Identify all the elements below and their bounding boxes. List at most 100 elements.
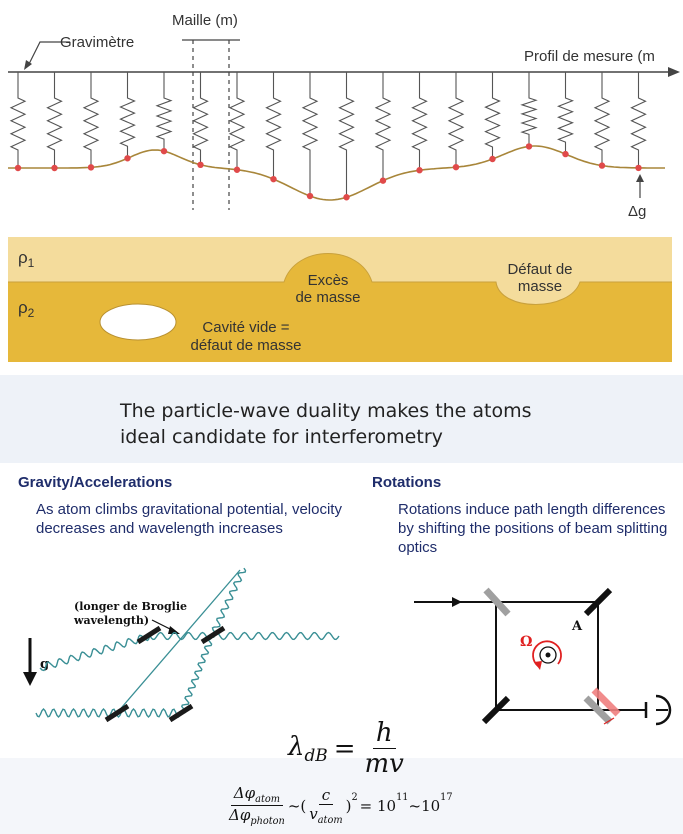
- cavity-line1: Cavité vide =: [202, 319, 289, 336]
- delta-g-label: Δg: [628, 203, 646, 220]
- lambda-equals: =: [333, 733, 356, 764]
- excess-line1: Excès: [308, 272, 349, 289]
- spring: [192, 72, 209, 165]
- sub-photon: photon: [250, 816, 285, 827]
- gravimeter-pointer-head: [24, 60, 32, 70]
- phase-fraction: Δφatom Δφphoton: [226, 784, 288, 827]
- detector: [655, 694, 672, 726]
- spring: [82, 72, 100, 168]
- layer-rho1: [8, 237, 672, 305]
- mirror-1: [168, 703, 194, 723]
- measurement-point: [343, 194, 350, 201]
- rotations-title: Rotations: [372, 474, 442, 491]
- deficit-line2: masse: [518, 278, 562, 295]
- spring: [520, 72, 538, 147]
- measurement-point: [562, 150, 569, 158]
- area-label: A: [571, 619, 583, 634]
- straight-beam: [115, 569, 241, 715]
- measurement-point: [525, 143, 533, 150]
- gravity-anomaly-curve: [8, 145, 665, 201]
- spring: [484, 72, 501, 159]
- broglie-annotation-line1: (longer de Broglie: [74, 600, 187, 613]
- tilde-ten: ~10: [408, 796, 441, 815]
- rho1-label: ρ1: [18, 248, 35, 270]
- gravimetry-figure: Gravimètre Maille (m) Profil de mesure (…: [0, 0, 683, 370]
- spring: [593, 72, 611, 166]
- g-label: g: [40, 657, 49, 672]
- measurement-point: [416, 167, 423, 174]
- cavity-line2: défaut de masse: [191, 337, 302, 354]
- measurement-point: [379, 177, 387, 184]
- mirror-bottom-left: [481, 695, 511, 725]
- gravimeter-pointer: [27, 41, 70, 67]
- measurement-point: [306, 192, 314, 200]
- spring: [119, 72, 136, 159]
- de-broglie-formula: λdB = h mv: [288, 718, 407, 779]
- void-cavity: [99, 303, 177, 341]
- gravity-description: As atom climbs gravitational potential, …: [36, 501, 342, 537]
- profile-arrowhead: [668, 67, 680, 77]
- measurement-point: [270, 175, 277, 183]
- lambda-symbol: λ: [288, 731, 305, 762]
- gravimeter-label: Gravimètre: [60, 34, 134, 51]
- close-paren: ): [345, 796, 352, 815]
- beam-splitter-1: [104, 703, 130, 723]
- rotations-description: Rotations induce path length differences…: [398, 501, 668, 556]
- spring: [9, 72, 27, 168]
- rotation-arrow: [532, 640, 562, 667]
- tilde-open: ~(: [287, 796, 307, 815]
- rho2-label: ρ2: [18, 298, 35, 320]
- mirror-2: [136, 625, 162, 645]
- duality-band: [0, 375, 683, 463]
- equals-ten: = 10: [359, 796, 397, 815]
- sagnac-rotation-diagram: A Ω: [414, 587, 672, 726]
- mirror-top-right: [583, 587, 613, 617]
- diagonal-wave-upper: [211, 567, 247, 637]
- measurement-point: [51, 164, 58, 172]
- omega-label: Ω: [520, 634, 532, 650]
- measurement-point: [87, 164, 95, 171]
- h-over-mv: h mv: [362, 718, 407, 779]
- duality-line1: The particle-wave duality makes the atom…: [120, 400, 532, 422]
- measurement-point: [160, 147, 168, 155]
- spring: [155, 72, 173, 152]
- v-atom-sub: atom: [317, 814, 343, 826]
- deficit-line1: Défaut de: [507, 261, 572, 278]
- spring: [265, 72, 282, 180]
- spring: [556, 72, 575, 155]
- output-splitter: [583, 695, 613, 725]
- c-over-v: c vatom: [306, 786, 345, 826]
- measurement-point: [635, 164, 642, 172]
- planck-h: h: [375, 718, 393, 748]
- lambda-subscript: dB: [304, 745, 328, 766]
- diagonal-wave-lower: [181, 636, 215, 714]
- broglie-annotation-line2: wavelength): [73, 614, 149, 627]
- rotation-axis-circle: [539, 646, 557, 664]
- dphi-photon: Δφ: [229, 806, 251, 824]
- sub-atom: atom: [255, 794, 280, 805]
- gravity-title: Gravity/Accelerations: [18, 474, 173, 491]
- spring: [46, 72, 63, 168]
- profile-label: Profil de mesure (m: [524, 48, 655, 65]
- spring: [630, 72, 647, 168]
- measurement-point: [124, 155, 131, 162]
- delta-g-arrowhead: [636, 174, 644, 182]
- square-exponent: 2: [351, 792, 358, 803]
- rotation-arrowhead: [534, 661, 542, 670]
- spring: [228, 72, 246, 170]
- middle-wave: [39, 634, 151, 672]
- speed-of-light: c: [321, 785, 331, 804]
- spring-array: [9, 72, 647, 198]
- annotation-pointer-head: [168, 626, 180, 634]
- excess-line2: de masse: [295, 289, 360, 306]
- measurement-point: [233, 166, 241, 173]
- shift-indicator: [603, 717, 615, 725]
- measurement-points: [14, 143, 642, 201]
- gravimetry-svg: Gravimètre Maille (m) Profil de mesure (…: [8, 12, 680, 362]
- measurement-point: [452, 163, 460, 171]
- interferometer-loop: [495, 601, 599, 711]
- mesh-label: Maille (m): [172, 12, 238, 29]
- spring: [447, 72, 465, 168]
- exponent-17: 17: [440, 792, 453, 803]
